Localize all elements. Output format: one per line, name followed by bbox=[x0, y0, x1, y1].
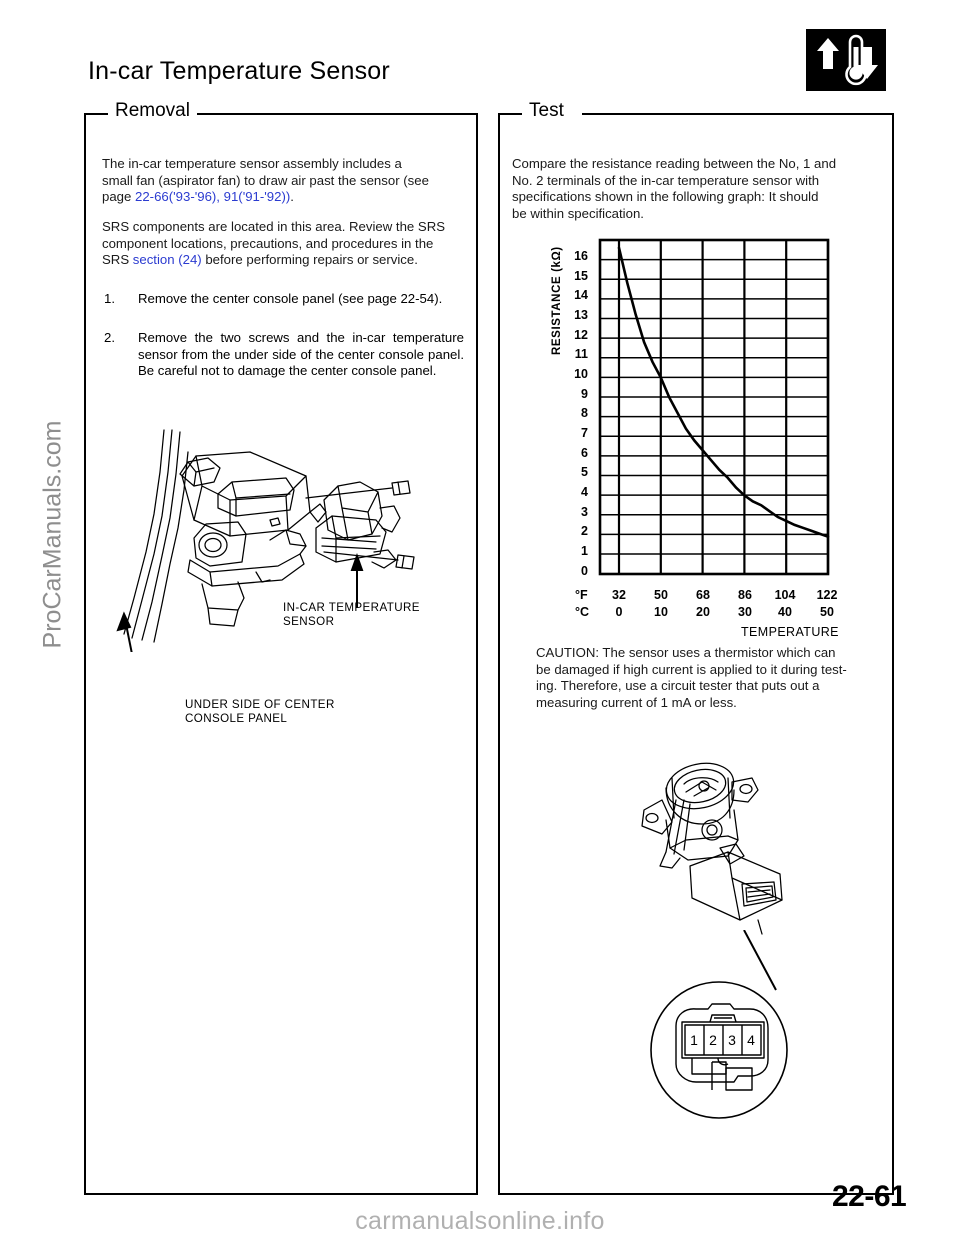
chart-xtick-c-10: 10 bbox=[654, 605, 668, 619]
removal-step-1: 1. Remove the center console panel (see … bbox=[104, 291, 462, 308]
terminal-label-4: 4 bbox=[747, 1032, 755, 1048]
chart-ytick-4: 4 bbox=[581, 485, 588, 499]
srs-warning-paragraph: SRS components are located in this area.… bbox=[102, 219, 464, 269]
chart-curve bbox=[617, 246, 830, 538]
chart-ytick-12: 12 bbox=[574, 328, 588, 342]
link-page-22-66[interactable]: 22-66('93-'96), bbox=[135, 189, 220, 205]
chart-xtick-c-40: 40 bbox=[778, 605, 792, 619]
caution-paragraph: CAUTION: The sensor uses a thermistor wh… bbox=[536, 645, 896, 711]
test-intro-line4: be within specification. bbox=[512, 205, 644, 221]
chart-xtick-c-0: 0 bbox=[615, 605, 623, 619]
caution-line3: ing. Therefore, use a circuit tester tha… bbox=[536, 678, 820, 694]
link-page-91[interactable]: 91('91-'92)) bbox=[223, 189, 291, 205]
chart-xtick-f-68: 68 bbox=[696, 588, 710, 602]
chart-ytick-7: 7 bbox=[581, 426, 588, 440]
chart-xtick-f-122: 122 bbox=[816, 588, 838, 602]
resistance-temperature-chart bbox=[598, 238, 830, 576]
srs-line1: SRS components are located in this area.… bbox=[102, 219, 446, 234]
test-intro-line1: Compare the resistance reading between t… bbox=[512, 156, 837, 171]
chart-ytick-6: 6 bbox=[581, 446, 588, 460]
test-intro-line3: specifications shown in the following gr… bbox=[512, 189, 819, 205]
callout-under-side-console-panel: UNDER SIDE OF CENTER CONSOLE PANEL bbox=[185, 698, 335, 726]
removal-intro-line3-pre: page bbox=[102, 189, 136, 205]
link-page-22-54[interactable]: 22-54 bbox=[400, 291, 435, 306]
removal-legend: Removal bbox=[108, 100, 197, 122]
callout-panel-line1: UNDER SIDE OF CENTER bbox=[185, 698, 335, 711]
caution-line1: CAUTION: The sensor uses a thermistor wh… bbox=[536, 645, 836, 660]
link-section-24[interactable]: section (24) bbox=[132, 252, 202, 268]
step-1-number: 1. bbox=[104, 291, 115, 306]
chart-ytick-10: 10 bbox=[574, 367, 588, 381]
chart-ytick-13: 13 bbox=[574, 308, 588, 322]
srs-line2: component locations, precautions, and pr… bbox=[102, 235, 434, 251]
chart-ytick-0: 0 bbox=[581, 564, 588, 578]
step-1-text: Remove the center console panel (see pag… bbox=[138, 291, 401, 306]
console-underside-illustration bbox=[116, 429, 415, 652]
test-intro-line2: No. 2 terminals of the in-car temperatur… bbox=[512, 172, 820, 188]
sensor-assembly-illustration bbox=[641, 762, 783, 935]
chart-x-unit-celsius: °C bbox=[575, 605, 590, 619]
page-title: In-car Temperature Sensor bbox=[88, 57, 390, 85]
chart-ytick-9: 9 bbox=[581, 387, 588, 401]
removal-intro-paragraph: The in-car temperature sensor assembly i… bbox=[102, 156, 460, 206]
callout-panel-line2: CONSOLE PANEL bbox=[185, 712, 288, 725]
caution-line2: be damaged if high current is applied to… bbox=[536, 661, 847, 677]
terminal-label-3: 3 bbox=[728, 1032, 736, 1048]
chart-xtick-f-104: 104 bbox=[774, 588, 796, 602]
hvac-thermometer-arrows-icon bbox=[806, 29, 886, 91]
sensor-detail-leader-line bbox=[743, 930, 777, 991]
step-1-text-post: ). bbox=[434, 291, 443, 306]
removal-intro-line3-post: . bbox=[290, 189, 294, 205]
removal-step-2: 2. Remove the two screws and the in-car … bbox=[104, 330, 464, 380]
callout-in-car-temperature-sensor: IN-CAR TEMPERATURE SENSOR bbox=[283, 601, 420, 629]
test-legend: Test bbox=[522, 100, 571, 122]
terminal-label-1: 1 bbox=[690, 1032, 698, 1048]
chart-xtick-c-30: 30 bbox=[738, 605, 752, 619]
chart-ytick-2: 2 bbox=[581, 524, 588, 538]
chart-ytick-14: 14 bbox=[574, 288, 588, 302]
chart-x-unit-fahrenheit: °F bbox=[575, 588, 588, 602]
srs-line3-pre: SRS bbox=[102, 252, 133, 268]
chart-ytick-8: 8 bbox=[581, 406, 588, 420]
removal-section-frame: Removal bbox=[84, 100, 478, 1195]
chart-xtick-c-50: 50 bbox=[820, 605, 834, 619]
terminal-label-2: 2 bbox=[709, 1032, 717, 1048]
chart-ytick-16: 16 bbox=[574, 249, 588, 263]
watermark-side: ProCarManuals.com bbox=[38, 420, 67, 649]
callout-sensor-line1: IN-CAR TEMPERATURE bbox=[283, 601, 420, 614]
connector-terminal-detail: 1 2 3 4 bbox=[650, 981, 788, 1119]
step-2-number: 2. bbox=[104, 330, 115, 345]
srs-line3-post: before performing repairs or service. bbox=[201, 252, 418, 268]
chart-ytick-15: 15 bbox=[574, 269, 588, 283]
chart-ytick-3: 3 bbox=[581, 505, 588, 519]
callout-sensor-line2: SENSOR bbox=[283, 615, 335, 628]
chart-xtick-f-50: 50 bbox=[654, 588, 668, 602]
watermark-bottom: carmanualsonline.info bbox=[355, 1207, 605, 1235]
page-number: 22-61 bbox=[832, 1180, 907, 1213]
chart-xtick-f-86: 86 bbox=[738, 588, 752, 602]
chart-xtick-f-32: 32 bbox=[612, 588, 626, 602]
chart-ytick-11: 11 bbox=[574, 347, 588, 361]
removal-intro-line2: small fan (aspirator fan) to draw air pa… bbox=[102, 172, 429, 188]
removal-intro-line1: The in-car temperature sensor assembly i… bbox=[102, 156, 402, 171]
caution-line4: measuring current of 1 mA or less. bbox=[536, 694, 737, 710]
chart-ytick-5: 5 bbox=[581, 465, 588, 479]
chart-xtick-c-20: 20 bbox=[696, 605, 710, 619]
test-intro-paragraph: Compare the resistance reading between t… bbox=[512, 156, 870, 222]
test-section-frame: Test bbox=[498, 100, 894, 1195]
chart-x-axis-title: TEMPERATURE bbox=[741, 625, 839, 639]
step-2-text: Remove the two screws and the in-car tem… bbox=[138, 330, 464, 379]
chart-ytick-1: 1 bbox=[581, 544, 588, 558]
